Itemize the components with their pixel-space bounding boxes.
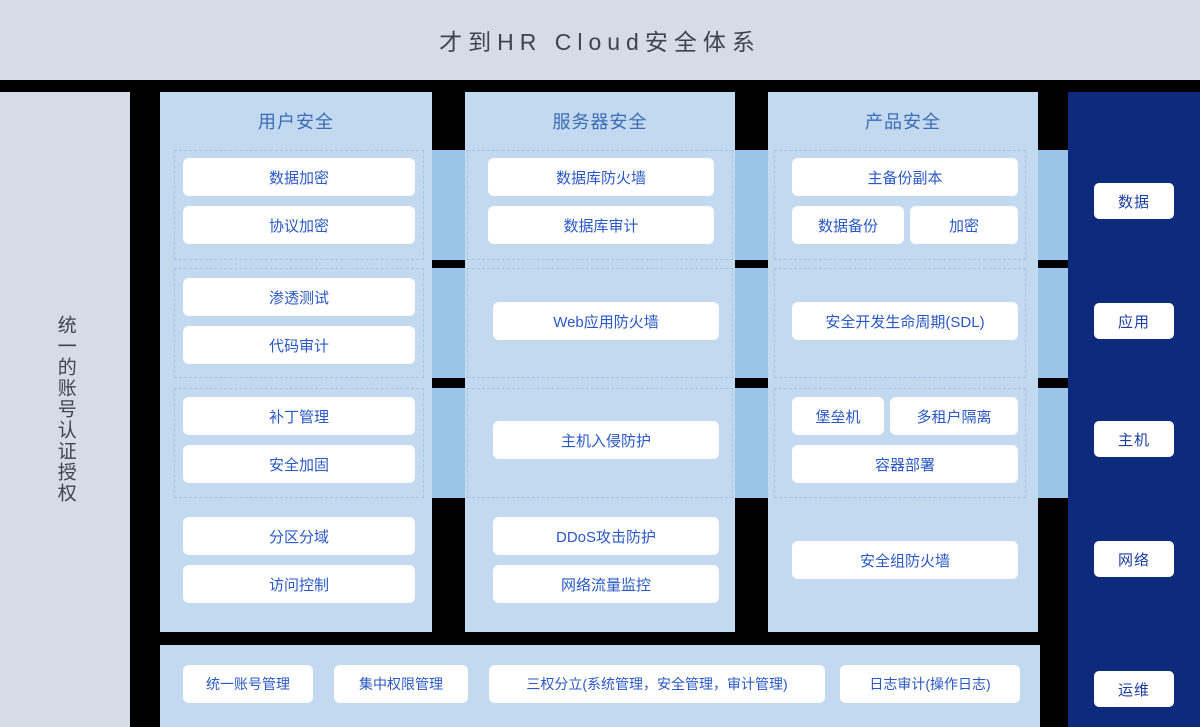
item-bastion-host[interactable]: 堡垒机 <box>792 397 884 435</box>
item-data-encryption[interactable]: 数据加密 <box>183 158 415 196</box>
connector-band-rail-row2 <box>1038 268 1068 378</box>
item-container-deployment[interactable]: 容器部署 <box>792 445 1018 483</box>
column-server-security: 服务器安全 数据库防火墙 数据库审计 Web应用防火墙 主机入侵防护 DDoS攻… <box>465 92 735 632</box>
item-primary-backup-replica[interactable]: 主备份副本 <box>792 158 1018 196</box>
group-user-2 <box>174 268 424 378</box>
item-access-control[interactable]: 访问控制 <box>183 565 415 603</box>
group-product-1 <box>774 150 1026 260</box>
item-sdl[interactable]: 安全开发生命周期(SDL) <box>792 302 1018 340</box>
group-product-2 <box>774 268 1026 378</box>
connector-band-left-row1 <box>426 150 466 260</box>
bottom-chip-centralized-permission-management[interactable]: 集中权限管理 <box>334 665 468 703</box>
left-rail-label: 统一的账号认证授权 <box>54 315 76 504</box>
left-rail: 统一的账号认证授权 <box>0 92 130 727</box>
connector-band-left-row3 <box>426 388 466 498</box>
column-title-user-security: 用户安全 <box>258 112 334 132</box>
item-web-application-firewall[interactable]: Web应用防火墙 <box>493 302 719 340</box>
item-patch-management[interactable]: 补丁管理 <box>183 397 415 435</box>
group-server-1 <box>467 150 733 260</box>
connector-band-rail-row3 <box>1038 388 1068 498</box>
group-server-2 <box>467 268 733 378</box>
rail-chip-data[interactable]: 数据 <box>1094 183 1174 219</box>
item-data-backup[interactable]: 数据备份 <box>792 206 904 244</box>
item-encryption[interactable]: 加密 <box>910 206 1018 244</box>
rail-chip-host[interactable]: 主机 <box>1094 421 1174 457</box>
item-security-group-firewall[interactable]: 安全组防火墙 <box>792 541 1018 579</box>
connector-band-rail-row1 <box>1038 150 1068 260</box>
group-server-3 <box>467 388 733 498</box>
item-db-audit[interactable]: 数据库审计 <box>488 206 714 244</box>
group-user-1 <box>174 150 424 260</box>
group-user-3 <box>174 388 424 498</box>
group-product-3 <box>774 388 1026 498</box>
item-security-hardening[interactable]: 安全加固 <box>183 445 415 483</box>
bottom-bar: 统一账号管理 集中权限管理 三权分立(系统管理，安全管理，审计管理) 日志审计(… <box>160 645 1040 727</box>
connector-band-right-row3 <box>734 388 770 498</box>
item-host-intrusion-prevention[interactable]: 主机入侵防护 <box>493 421 719 459</box>
bottom-chip-unified-account-management[interactable]: 统一账号管理 <box>183 665 313 703</box>
item-ddos-protection[interactable]: DDoS攻击防护 <box>493 517 719 555</box>
page-title: 才到HR Cloud安全体系 <box>439 29 761 55</box>
rail-chip-app[interactable]: 应用 <box>1094 303 1174 339</box>
connector-band-right-row2 <box>734 268 770 378</box>
item-protocol-encryption[interactable]: 协议加密 <box>183 206 415 244</box>
rail-chip-network[interactable]: 网络 <box>1094 541 1174 577</box>
bottom-chip-separation-of-powers[interactable]: 三权分立(系统管理，安全管理，审计管理) <box>489 665 825 703</box>
item-penetration-test[interactable]: 渗透测试 <box>183 278 415 316</box>
item-db-firewall[interactable]: 数据库防火墙 <box>488 158 714 196</box>
column-title-product-security: 产品安全 <box>865 112 941 132</box>
item-multi-tenant-isolation[interactable]: 多租户隔离 <box>890 397 1018 435</box>
connector-band-left-row2 <box>426 268 466 378</box>
column-product-security: 产品安全 主备份副本 数据备份 加密 安全开发生命周期(SDL) 堡垒机 多租户… <box>768 92 1038 632</box>
column-user-security: 用户安全 数据加密 协议加密 渗透测试 代码审计 补丁管理 安全加固 分区分域 … <box>160 92 432 632</box>
connector-band-right-row1 <box>734 150 770 260</box>
rail-chip-ops[interactable]: 运维 <box>1094 671 1174 707</box>
page-header: 才到HR Cloud安全体系 <box>0 0 1200 80</box>
column-title-server-security: 服务器安全 <box>552 112 648 132</box>
item-code-audit[interactable]: 代码审计 <box>183 326 415 364</box>
item-network-traffic-monitor[interactable]: 网络流量监控 <box>493 565 719 603</box>
item-zone-partition[interactable]: 分区分域 <box>183 517 415 555</box>
bottom-chip-log-audit[interactable]: 日志审计(操作日志) <box>840 665 1020 703</box>
right-rail: 数据 应用 主机 网络 运维 <box>1068 92 1200 727</box>
